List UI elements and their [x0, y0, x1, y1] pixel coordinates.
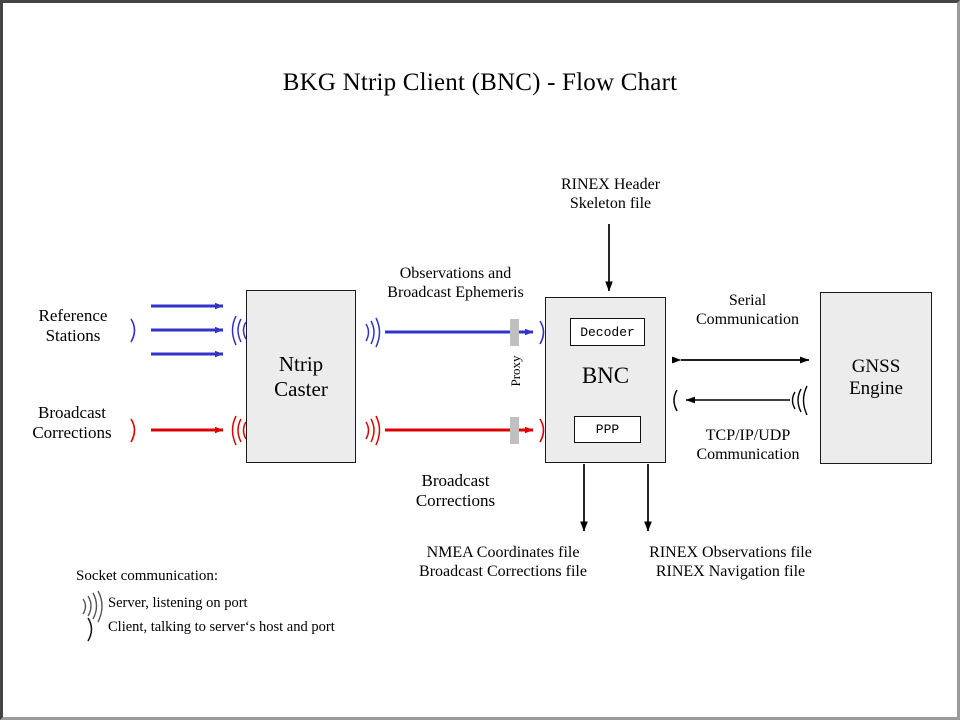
node-bnc-ppp[interactable]: PPP: [574, 416, 641, 443]
legend-server-label: Server, listening on port: [108, 594, 248, 611]
legend-item-server: Server, listening on port: [76, 591, 335, 615]
proxy-bar-top: [510, 319, 519, 346]
label-output-files-left: NMEA Coordinates file Broadcast Correcti…: [419, 544, 587, 581]
page-title: BKG Ntrip Client (BNC) - Flow Chart: [282, 69, 678, 96]
legend-client-label: Client, talking to server‘s host and por…: [108, 618, 335, 635]
label-serial-communication: Serial Communication: [695, 292, 800, 329]
bnc-label: BNC: [581, 363, 630, 388]
node-ntrip-caster[interactable]: Ntrip Caster: [246, 290, 356, 463]
label-broadcast-corrections-input: Broadcast Corrections: [32, 403, 112, 443]
legend-title: Socket communication:: [76, 568, 219, 584]
ntrip-caster-label: Ntrip Caster: [274, 351, 328, 401]
gnss-engine-label: GNSS Engine: [849, 355, 903, 399]
node-gnss-engine[interactable]: GNSS Engine: [820, 292, 932, 464]
diagram-canvas: BKG Ntrip Client (BNC) - Flow Chart: [3, 3, 957, 717]
legend: Socket communication: Server, listening …: [76, 568, 335, 639]
node-bnc-decoder[interactable]: Decoder: [570, 318, 645, 346]
legend-item-client: Client, talking to server‘s host and por…: [76, 615, 335, 639]
label-tcp-communication: TCP/IP/UDP Communication: [696, 427, 800, 464]
arrow-reference-stations-to-caster: [151, 302, 224, 358]
label-observations-ephemeris: Observations and Broadcast Ephemeris: [387, 265, 524, 302]
server-listening-icon-caster-out-top: [365, 317, 381, 348]
proxy-bar-bottom: [510, 417, 519, 444]
label-proxy: Proxy: [508, 355, 523, 387]
label-output-files-right: RINEX Observations file RINEX Navigation…: [649, 544, 812, 581]
client-talking-icon-bnc-top: [539, 320, 545, 345]
label-rinex-header-skeleton: RINEX Header Skeleton file: [560, 176, 661, 213]
server-listening-icon-caster-bottom: [231, 415, 247, 446]
server-listening-icon-caster-top: [231, 315, 247, 346]
label-reference-stations: Reference Stations: [38, 306, 108, 346]
client-talking-icon-bnc-right: [673, 389, 678, 412]
server-listening-icon-gnss: [791, 385, 808, 416]
label-broadcast-corrections-mid: Broadcast Corrections: [415, 471, 496, 511]
client-talking-icon-bnc-bottom: [539, 418, 545, 443]
server-listening-icon-caster-out-bottom: [365, 415, 381, 446]
